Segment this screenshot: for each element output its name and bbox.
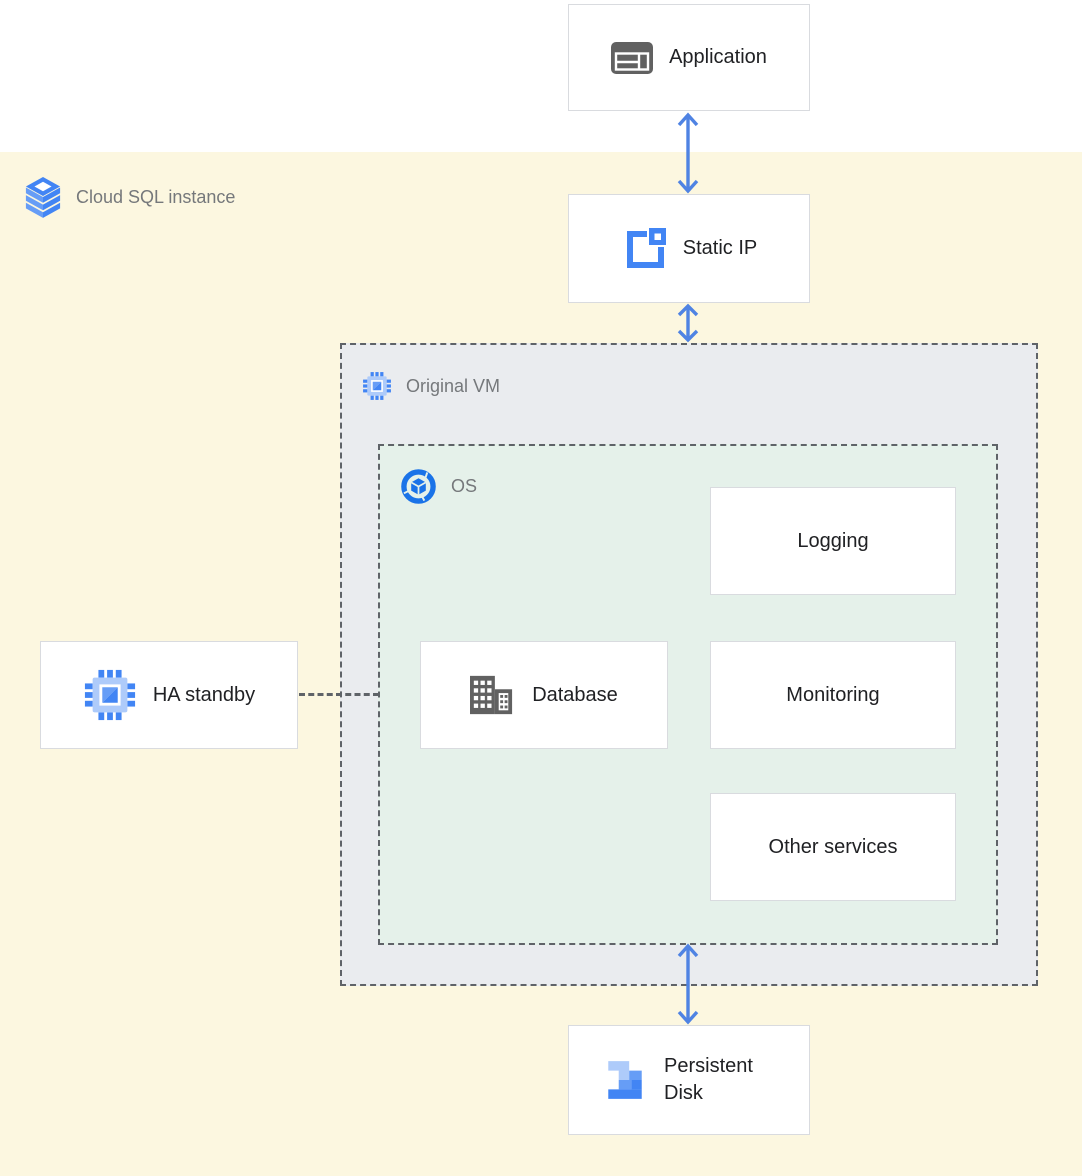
node-persistent-disk: Persistent Disk [568,1025,810,1135]
node-label-other-services: Other services [768,835,898,858]
compute-engine-chip-icon [363,372,391,400]
region-label-text: Original VM [406,375,501,396]
arrow-application-staticip [677,112,699,194]
node-static-ip: Static IP [568,194,810,303]
node-database: Database [420,641,668,749]
node-label-ha-standby: HA standby [152,683,256,706]
node-other-services: Other services [710,793,956,901]
os-cube-circle-icon [401,469,436,504]
region-label-os: OS [400,468,477,505]
compute-engine-chip-icon [84,669,135,721]
node-label-database: Database [532,683,618,706]
persistent-disk-icon [608,1061,642,1099]
node-label-static-ip: Static IP [682,237,758,259]
arrow-staticip-vm [677,303,699,343]
static-ip-icon [626,227,666,268]
node-logging: Logging [710,487,956,595]
app-window-icon [611,41,654,74]
node-label-monitoring: Monitoring [786,683,880,706]
region-label-cloud-sql-instance: Cloud SQL instance [24,175,235,219]
node-application: Application [568,4,810,111]
cloud-sql-layers-icon [25,177,61,218]
node-label-persistent-disk: Persistent Disk [664,1055,753,1104]
arrow-os-disk [677,943,699,1025]
node-ha-standby: HA standby [40,641,298,749]
node-label-application: Application [669,46,767,68]
node-monitoring: Monitoring [710,641,956,749]
region-label-original-vm: Original VM [362,371,500,401]
region-label-text: Cloud SQL instance [76,186,236,207]
node-label-logging: Logging [797,529,869,552]
region-label-text: OS [451,476,478,496]
database-building-icon [470,675,513,715]
connector-hastandby-vm [299,693,379,696]
white-header-band [0,0,1082,152]
